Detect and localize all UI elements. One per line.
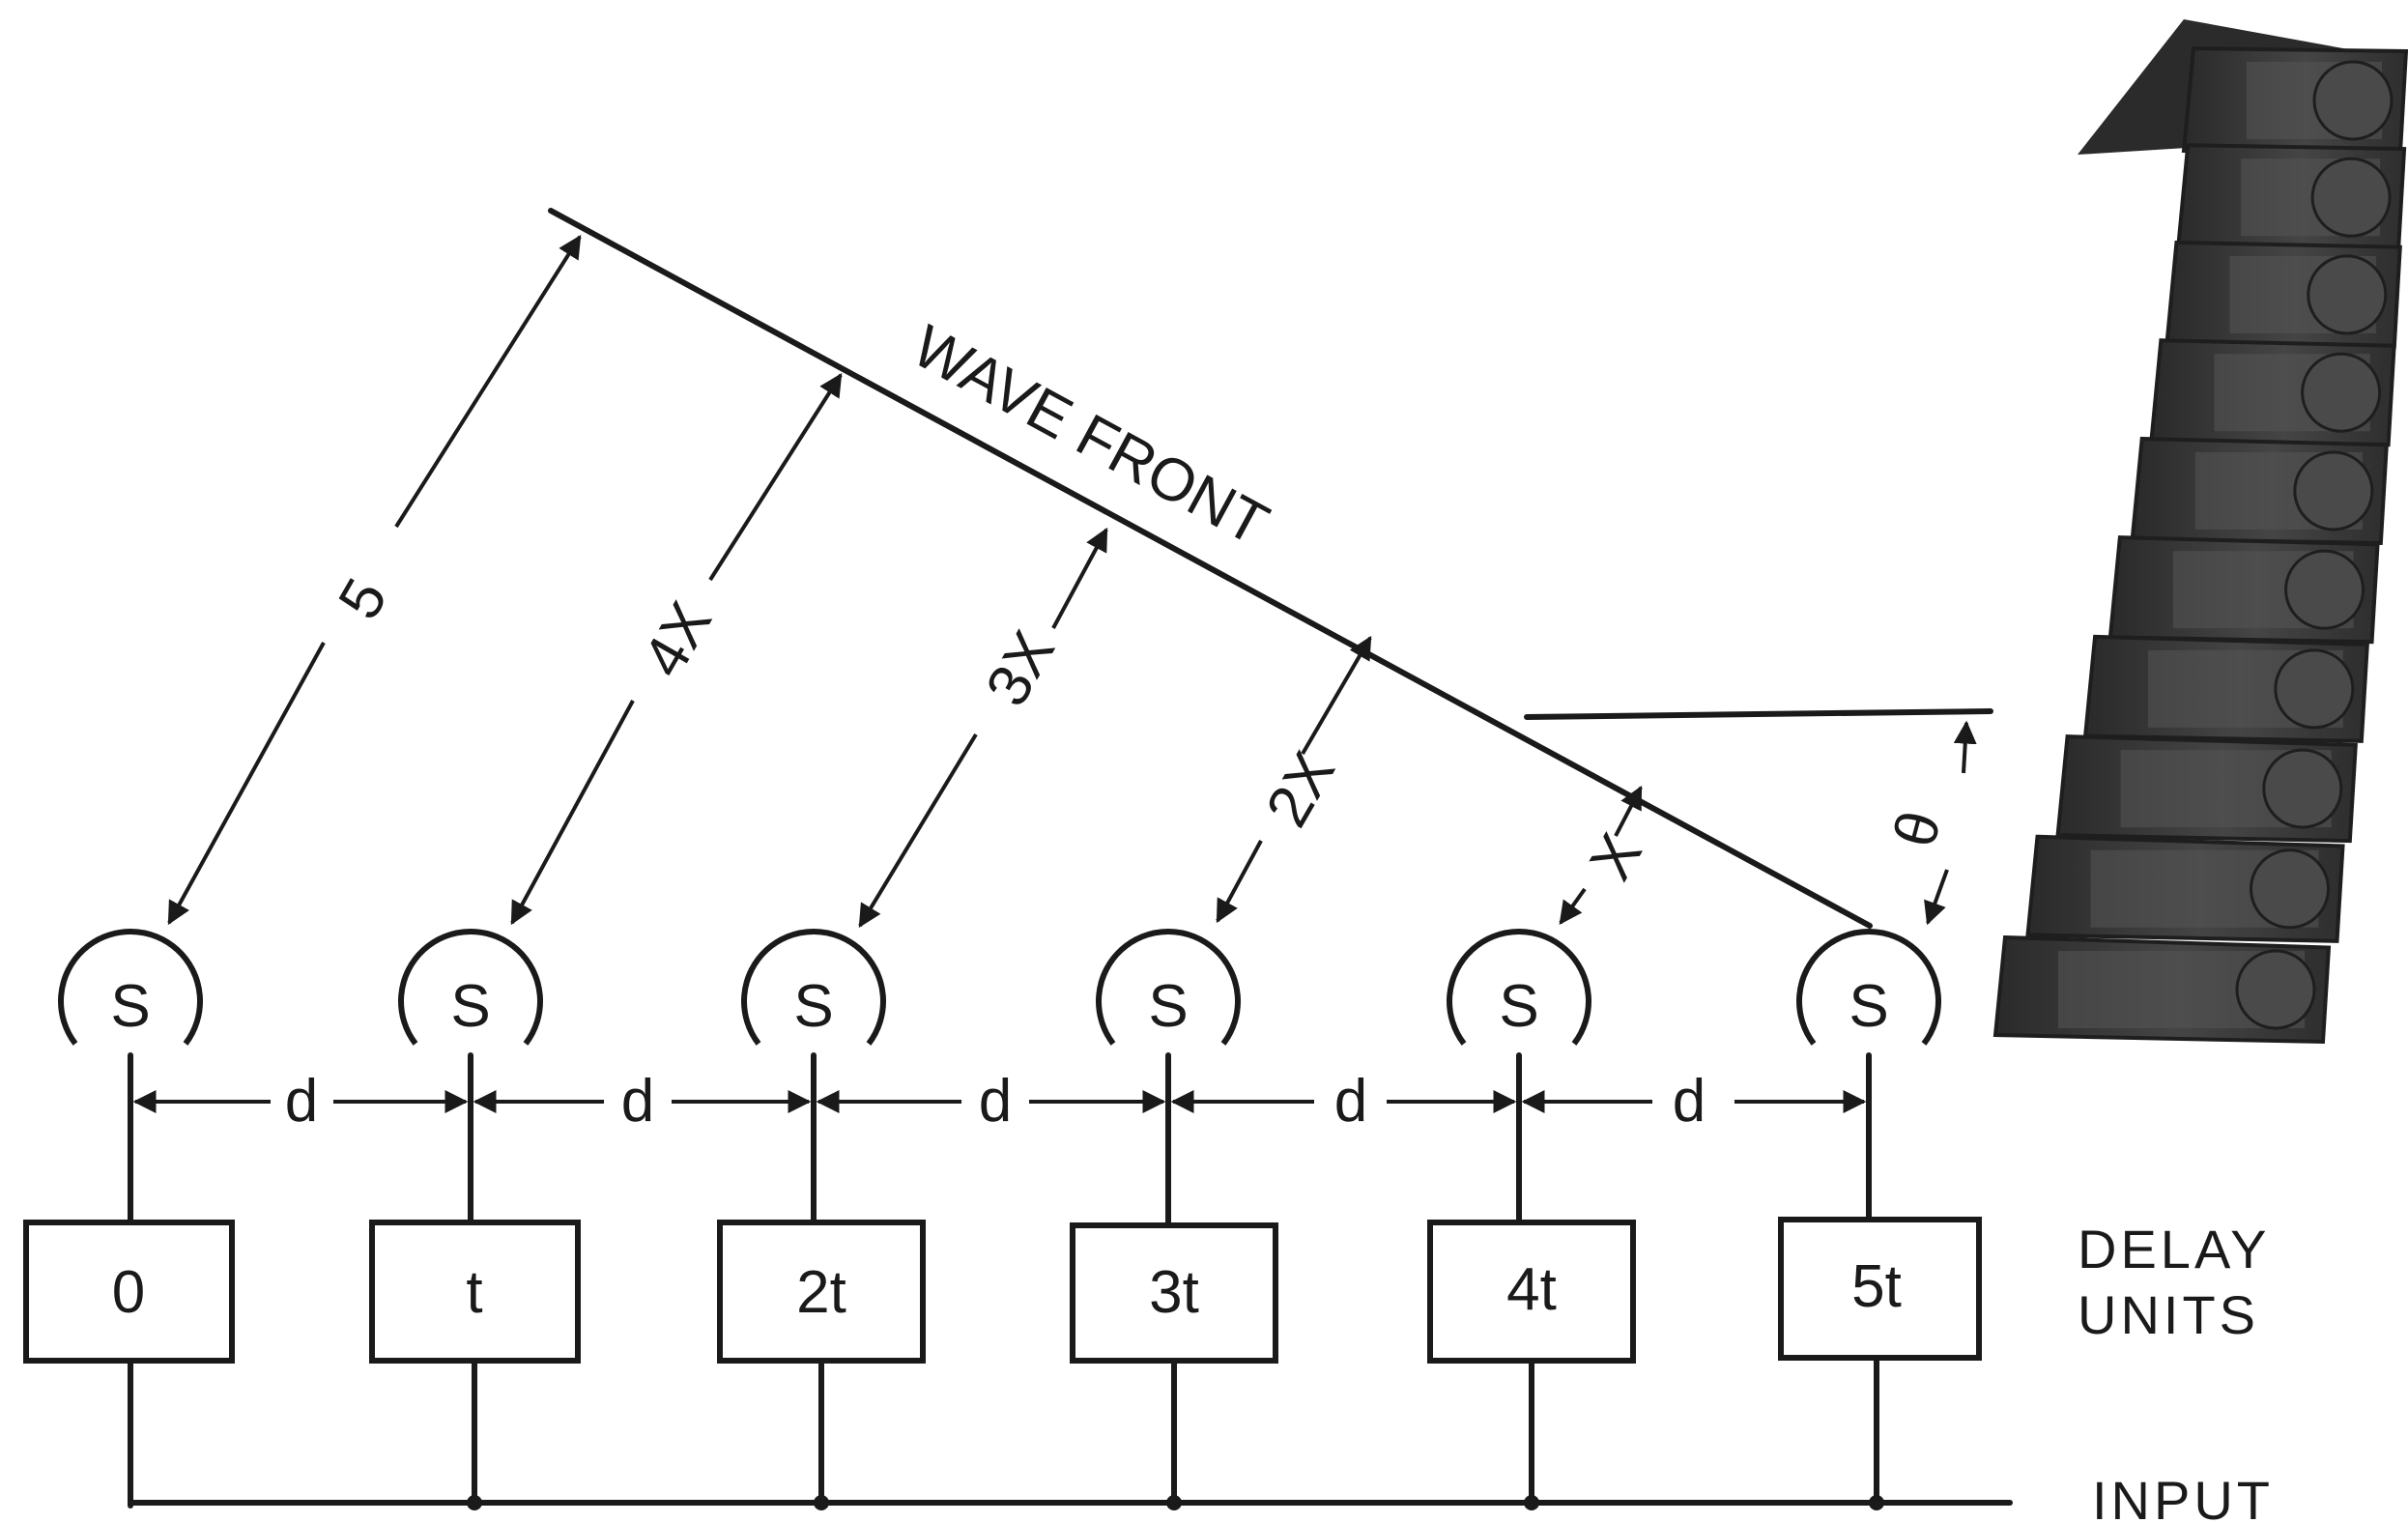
speaker-cabinet <box>1992 934 2332 1045</box>
speaker-cabinet <box>2176 143 2407 252</box>
spacing-label-4: d <box>1334 1068 1367 1135</box>
wave-front-label: WAVE FRONT <box>902 313 1278 560</box>
source-6: S 5t <box>1778 929 1982 1509</box>
path-label-source-1: 5 <box>326 568 400 630</box>
driver-icon <box>2250 848 2331 930</box>
delay-label-3: 2t <box>796 1259 846 1326</box>
path-label-source-2: 4X <box>630 591 725 688</box>
source-label: S <box>1148 973 1188 1040</box>
driver-icon <box>2293 450 2374 532</box>
delay-box-1 <box>23 1220 235 1364</box>
source-2: S t <box>369 929 581 1509</box>
spacing-label-1: d <box>285 1068 318 1135</box>
source-label: S <box>1499 973 1538 1040</box>
source-label: S <box>793 973 833 1040</box>
source-3: S 2t <box>717 929 926 1509</box>
delay-label-1: 0 <box>112 1259 145 1326</box>
source-label: S <box>1849 973 1888 1040</box>
delay-label-6: 5t <box>1851 1253 1902 1320</box>
spacing-dimensions: d d d d d <box>132 1068 1867 1135</box>
spacing-label-5: d <box>1673 1068 1706 1135</box>
speaker-cabinet <box>2149 338 2396 447</box>
delay-units-label-line1: DELAY <box>2078 1219 2270 1279</box>
spacing-label-2: d <box>621 1068 654 1135</box>
driver-icon <box>2312 60 2394 141</box>
speaker-cabinet <box>2055 734 2358 844</box>
source-label: S <box>450 973 490 1040</box>
path-label-source-4: 2X <box>1253 741 1348 838</box>
delay-box-4 <box>1070 1222 1278 1364</box>
wave-front-line <box>548 208 1873 929</box>
speaker-cabinet <box>2181 45 2408 156</box>
speaker-cabinet <box>2082 634 2369 743</box>
spacing-label-3: d <box>979 1068 1012 1135</box>
delay-box-2 <box>369 1220 581 1364</box>
delay-label-2: t <box>466 1259 482 1326</box>
input-junctions <box>467 1495 1884 1510</box>
driver-icon <box>2310 157 2392 238</box>
driver-icon <box>2307 254 2388 335</box>
path-length-dimensions: 5 4X 3X 2X X <box>167 234 1655 929</box>
speaker-cabinet <box>2130 436 2389 545</box>
path-label-source-3: 3X <box>973 620 1068 717</box>
driver-icon <box>2301 352 2382 433</box>
delay-label-5: 4t <box>1506 1256 1557 1323</box>
driver-icon <box>2235 949 2316 1030</box>
delay-units-label-line2: UNITS <box>2078 1284 2259 1345</box>
driver-icon <box>2262 748 2343 829</box>
source-label: S <box>110 973 150 1040</box>
input-label: INPUT <box>2092 1470 2274 1523</box>
angle-dimension: θ <box>1881 720 1977 926</box>
delay-box-5 <box>1427 1220 1636 1364</box>
delay-box-6 <box>1778 1217 1982 1361</box>
source-1: S 0 <box>23 929 235 1509</box>
sources-row: S 0 S t S 2t S <box>23 929 1982 1509</box>
angle-theta-label: θ <box>1881 804 1955 853</box>
speaker-cabinet <box>2025 834 2345 943</box>
driver-icon <box>2284 549 2365 630</box>
source-4: S 3t <box>1070 929 1278 1509</box>
speaker-cabinet <box>2164 240 2402 350</box>
line-array-speaker-photo <box>1992 19 2408 1045</box>
source-5: S 4t <box>1427 929 1636 1509</box>
delay-label-4: 3t <box>1149 1259 1199 1326</box>
driver-icon <box>2274 648 2355 730</box>
angle-reference-line <box>1524 708 1993 720</box>
speaker-cabinet <box>2107 535 2380 645</box>
